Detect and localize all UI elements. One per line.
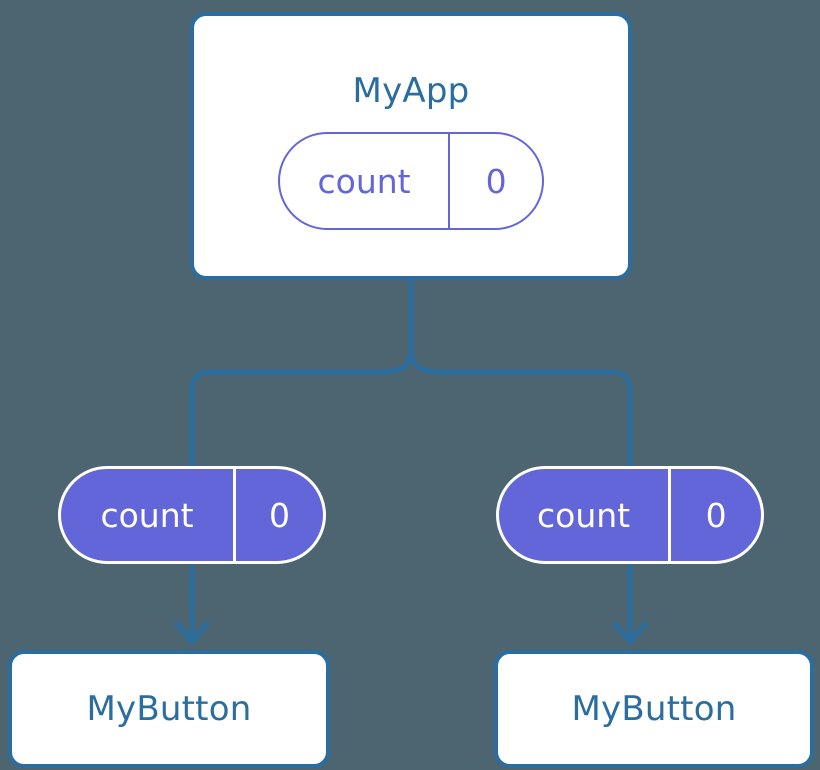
- arrowhead-left: [174, 621, 210, 645]
- component-node-mybutton-right[interactable]: MyButton: [494, 650, 814, 768]
- state-pill-branch-right[interactable]: count 0: [496, 466, 764, 564]
- state-pill-branch-left[interactable]: count 0: [58, 466, 326, 564]
- arrowhead-right: [612, 621, 648, 645]
- state-key: count: [317, 161, 411, 201]
- state-value: 0: [668, 469, 761, 561]
- edge-fork-left: [189, 347, 414, 466]
- component-title: MyButton: [571, 689, 737, 729]
- component-node-mybutton-left[interactable]: MyButton: [8, 650, 330, 768]
- state-key: count: [537, 495, 631, 535]
- component-title: MyButton: [86, 689, 252, 729]
- state-value: 0: [233, 469, 323, 561]
- state-value: 0: [448, 134, 542, 228]
- component-title: MyApp: [352, 71, 470, 111]
- edge-fork-right: [408, 347, 633, 466]
- state-pill-root[interactable]: count 0: [278, 132, 544, 230]
- state-key: count: [100, 495, 194, 535]
